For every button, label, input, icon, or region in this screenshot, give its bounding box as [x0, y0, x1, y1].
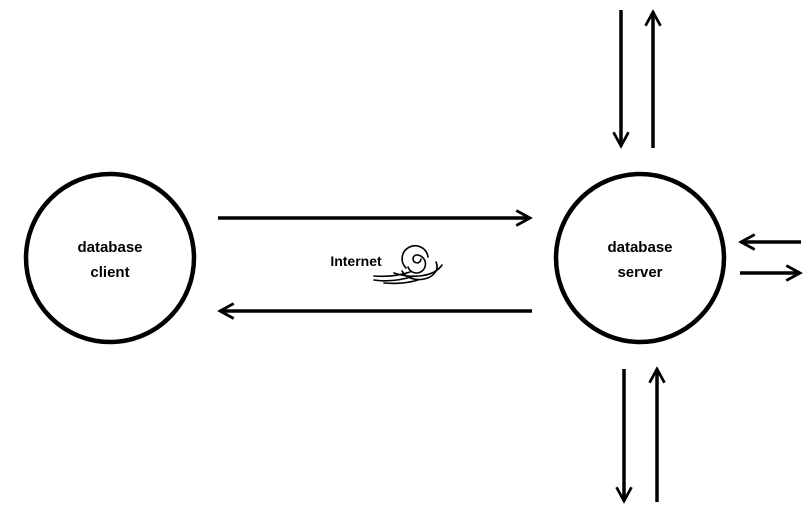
client-node: database client	[23, 171, 197, 345]
internet-label: Internet	[330, 253, 382, 269]
server-node: database server	[553, 171, 727, 345]
server-label-line1: database	[607, 239, 672, 256]
server-circle	[553, 171, 727, 345]
client-circle	[23, 171, 197, 345]
server-label-line2: server	[617, 264, 662, 281]
client-label-line2: client	[90, 264, 129, 281]
swirl-icon	[373, 244, 443, 285]
client-label-line1: database	[77, 239, 142, 256]
